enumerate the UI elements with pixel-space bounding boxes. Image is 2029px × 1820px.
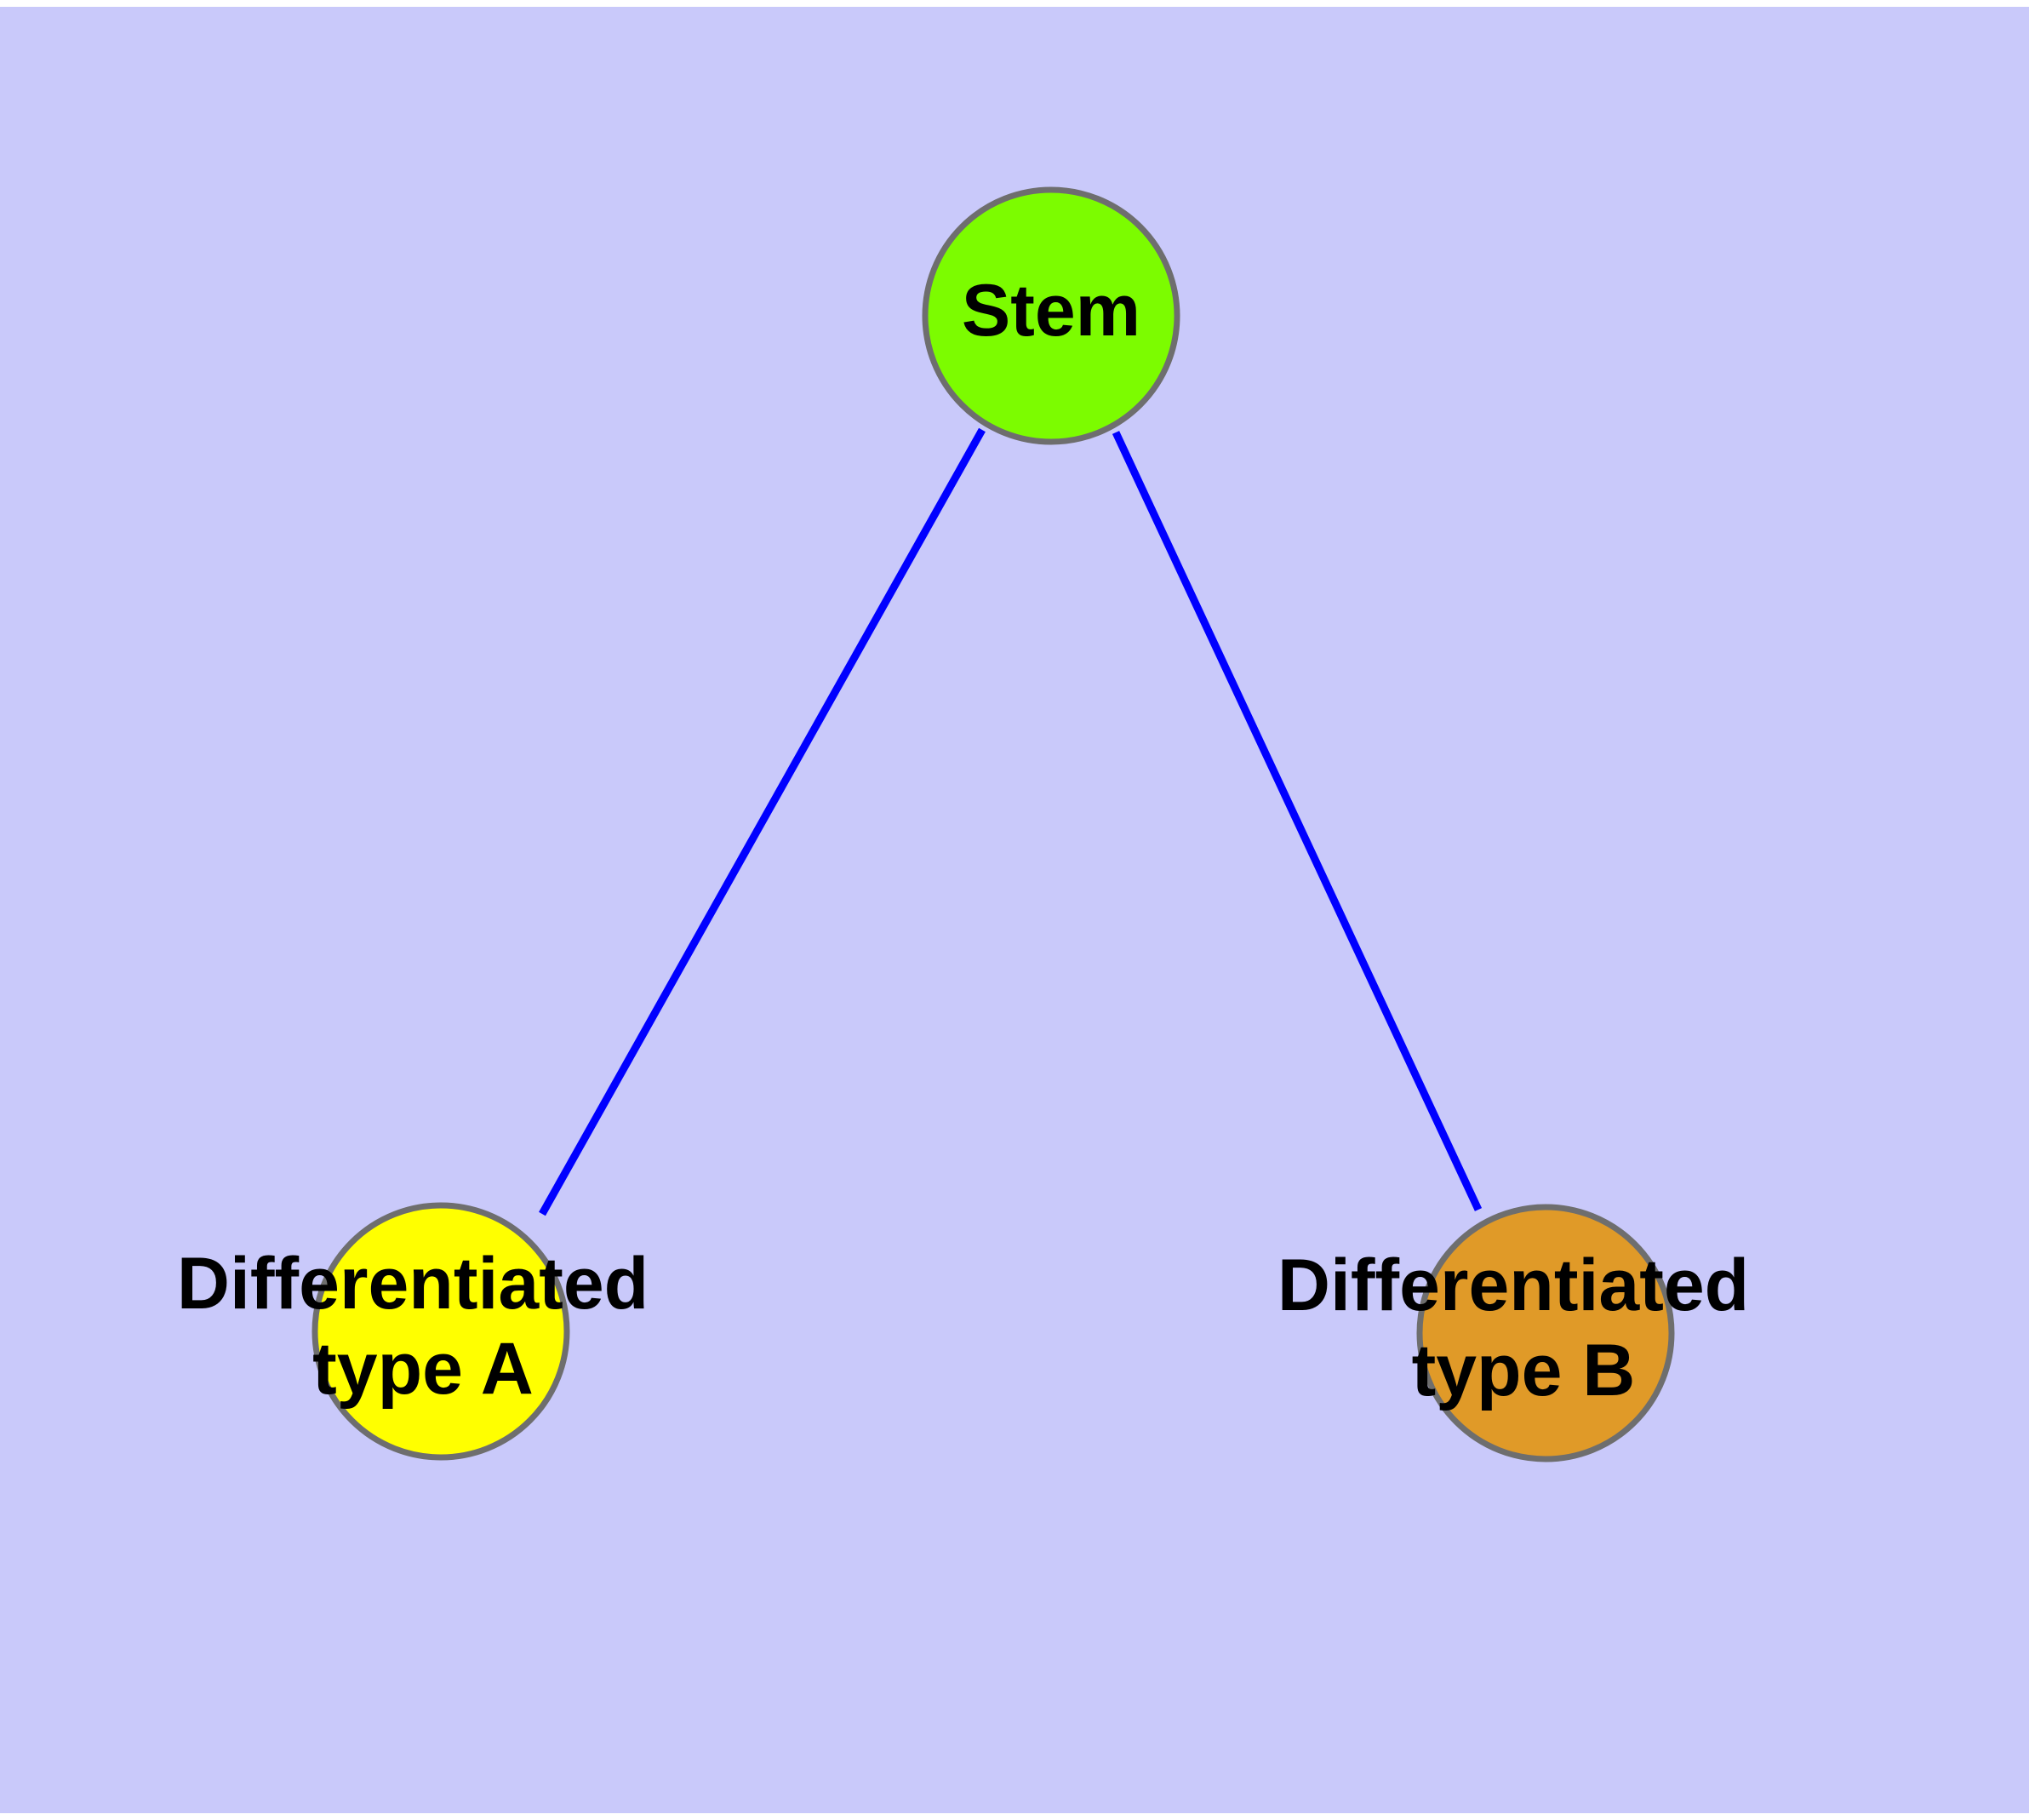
node-circle-stem[interactable] [922,186,1180,445]
node-circle-differentiated-type-a[interactable] [311,1202,570,1461]
node-circle-differentiated-type-b[interactable] [1416,1204,1675,1462]
edges-group [539,427,1483,1216]
node-label-differentiated-type-b-line-1: Differentiated [1277,1245,1749,1326]
node-differentiated-type-b[interactable] [1416,1204,1675,1462]
edge-stem-to-differentiated-type-b[interactable] [1112,431,1483,1211]
node-label-differentiated-type-b-line-2: type B [1412,1330,1636,1411]
node-label-differentiated-type-a-line-1: Differentiated [177,1243,649,1325]
node-stem[interactable] [922,186,1180,445]
node-label-differentiated-type-a-line-2: type A [312,1328,534,1410]
node-label-stem-line-1: Stem [962,270,1140,352]
edge-stem-to-differentiated-type-a[interactable] [539,427,986,1216]
node-label-differentiated-type-b: Differentiated type B [1277,1245,1769,1411]
node-label-stem: Stem [962,270,1140,352]
node-labels-group: Stem Differentiated type A Differentiate… [177,270,1769,1411]
nodes-group [311,186,1675,1462]
node-differentiated-type-a[interactable] [311,1202,570,1461]
node-label-differentiated-type-a: Differentiated type A [177,1243,669,1410]
